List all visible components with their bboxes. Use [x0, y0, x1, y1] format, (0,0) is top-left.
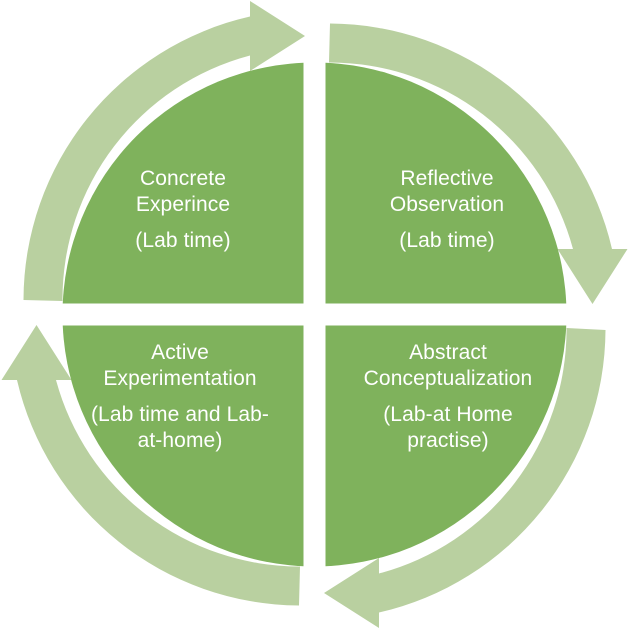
quadrant-wedges	[62, 62, 567, 567]
quadrant-shape-concrete-experince	[62, 62, 304, 304]
arrow-left	[1, 325, 300, 606]
quadrant-shape-active-experimentation	[62, 325, 304, 567]
quadrant-shape-reflective-observation	[325, 62, 567, 304]
quadrant-shape-abstract-conceptualization	[325, 325, 567, 567]
arrow-bottom	[324, 328, 606, 628]
arrow-top	[23, 1, 305, 301]
arrow-right	[329, 23, 628, 304]
